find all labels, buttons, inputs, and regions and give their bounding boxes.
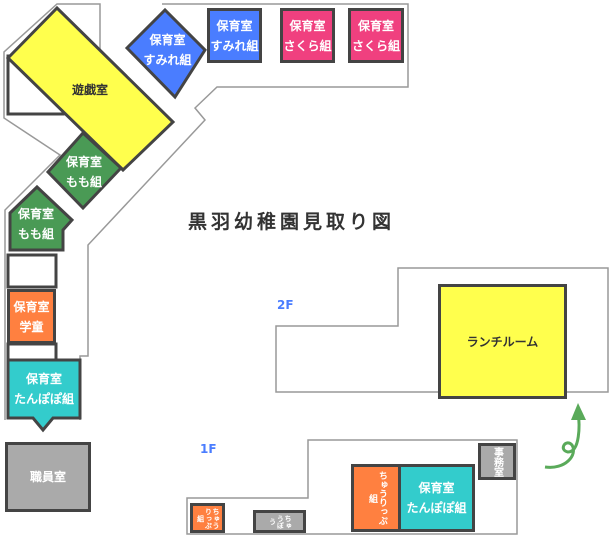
room-lunch: ランチルーム [438,284,567,399]
room-type: 保育室 [289,18,326,33]
room-shokuin: 職員室 [5,442,91,512]
room-type: 保育室 [65,155,102,169]
label-momo1: 保育室もも組 [58,150,110,194]
room-class: もも組 [17,227,54,241]
building-outline-main [79,3,409,420]
room-sumire1 [124,7,207,100]
room-name: ちゅうぼう [268,514,293,529]
room-type: 保育室 [357,18,394,33]
room-jimu: 事務室 [478,443,516,480]
room-class: もも組 [65,175,102,189]
floor2-outline-shape [275,267,609,393]
room-type: 保育室 [216,18,253,33]
room-class: たんぽぽ組 [406,501,467,515]
building-outline-left [3,3,101,420]
label-yugi: 遊戯室 [71,83,108,97]
room-type: 保育室 [418,481,455,495]
room-tulip: ちゅうりっぷ組 [351,464,401,532]
room-class: たんぽぽ組 [13,392,74,406]
room-momo2 [8,184,75,252]
floor-label-1f: 1F [200,442,217,456]
room-gakudo: 保育室学童 [7,289,56,344]
room-sakura2: 保育室さくら組 [348,8,404,63]
white-room-2 [6,342,58,362]
room-name: ちゅうりっぷ組 [367,471,387,525]
label-tanpopo1: 保育室たんぽぽ組 [8,365,80,413]
label-momo2: 保育室もも組 [10,202,62,246]
room-type: 保育室 [149,33,186,47]
floor1-outline-shape [186,439,518,535]
room-type: 保育室 [17,207,54,221]
floor-label-2f: 2F [277,298,294,312]
arrow-head-icon [571,403,586,420]
room-type: 保育室 [13,299,50,314]
room-tulip-small: ちゅうりっぷ組 [190,503,225,533]
room-type: 保育室 [25,372,62,386]
room-sumire2: 保育室すみれ組 [207,8,262,63]
arrow-icon [544,411,581,469]
room-tanpopo2: 保育室たんぽぽ組 [398,464,475,532]
room-class: すみれ組 [210,38,259,53]
room-chubo: ちゅうぼう [253,510,306,533]
room-name: 事務室 [491,446,503,477]
room-tanpopo1 [6,358,82,433]
room-class: さくら組 [351,38,400,53]
room-name: ちゅうりっぷ組 [196,507,221,529]
room-momo1 [45,130,124,211]
room-class: 学童 [19,319,44,334]
label-sumire1: 保育室すみれ組 [140,28,195,72]
room-class: すみれ組 [143,53,192,67]
page-title: 黒羽幼稚園見取り図 [188,211,396,233]
room-sakura1: 保育室さくら組 [280,8,335,63]
white-room-1 [6,253,58,289]
room-class: さくら組 [283,38,332,53]
